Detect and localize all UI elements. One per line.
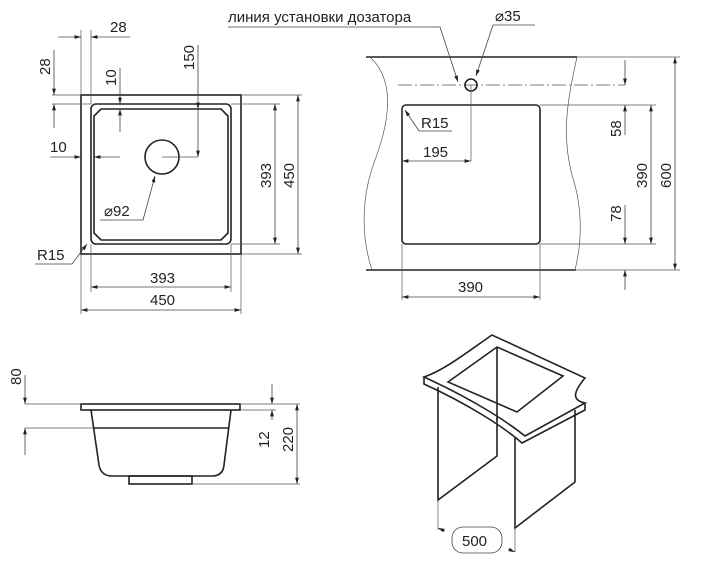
drain-diameter: ⌀92 xyxy=(104,203,130,220)
min-cabinet-width: 500 xyxy=(462,533,487,550)
drain-profile xyxy=(128,475,193,485)
bowl-profile xyxy=(90,409,232,477)
cabinet-isometric-view: 500 xyxy=(421,334,588,554)
cutout-view: линия установки дозатора ⌀35 R15 195 58 … xyxy=(228,8,680,300)
dispenser-line-label: линия установки дозатора xyxy=(228,9,412,26)
dim-drain-offset: 150 xyxy=(181,45,198,70)
cabinet-right-panel xyxy=(514,410,576,530)
sink-rim-outline xyxy=(90,103,232,245)
dim-band: 80 xyxy=(8,368,25,385)
cabinet-width-label-frame xyxy=(451,526,503,554)
inner-height: 393 xyxy=(258,163,275,188)
bowl-outline xyxy=(93,108,229,241)
dim-flange-height: 28 xyxy=(37,58,54,75)
cabinet-left-panel xyxy=(437,387,498,502)
cutout-corner-radius: R15 xyxy=(421,115,449,132)
dispenser-hole-diameter: ⌀35 xyxy=(495,8,521,25)
dim-rim-top: 10 xyxy=(103,69,120,86)
dim-flange: 12 xyxy=(256,431,273,448)
corner-radius: R15 xyxy=(37,247,65,264)
dim-bottom-margin: 78 xyxy=(608,205,625,222)
top-view: 28 28 10 150 10 ⌀92 R15 393 450 xyxy=(35,19,302,314)
sink-flange-profile xyxy=(80,403,241,411)
sink-outer-outline xyxy=(80,94,242,255)
dim-top-margin: 58 xyxy=(608,120,625,137)
dim-hole-offset: 195 xyxy=(423,144,448,161)
outer-width: 450 xyxy=(150,292,175,309)
inner-width: 393 xyxy=(150,270,175,287)
countertop-depth: 600 xyxy=(658,163,675,188)
side-view: 80 12 220 xyxy=(8,368,300,485)
depth: 220 xyxy=(280,427,297,452)
cutout-height: 390 xyxy=(634,163,651,188)
outer-height: 450 xyxy=(281,163,298,188)
cutout-width: 390 xyxy=(458,279,483,296)
dim-flange-width: 28 xyxy=(110,19,127,36)
dim-rim-side: 10 xyxy=(50,139,67,156)
